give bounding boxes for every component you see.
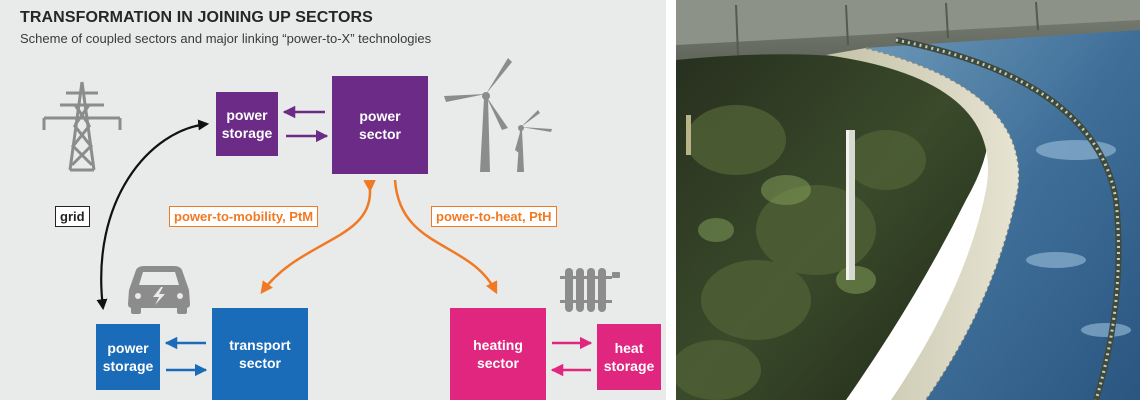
heating-sector: heating sector <box>450 308 546 400</box>
power-storage-bottom: power storage <box>96 324 160 390</box>
transport-sector: transport sector <box>212 308 308 400</box>
grid-label: grid <box>55 206 90 227</box>
heat-storage-line1: heat <box>614 340 644 356</box>
figure-title: TRANSFORMATION IN JOINING UP SECTORS <box>20 9 373 26</box>
radiator-icon <box>560 268 620 312</box>
heat-storage-line2: storage <box>603 358 655 374</box>
power-storage-top: power storage <box>216 92 278 156</box>
power-sector-line2: sector <box>358 126 402 142</box>
power-storage-top-line1: power <box>226 107 268 123</box>
power-to-heat-label: power-to-heat, PtH <box>431 206 557 227</box>
power-storage-bottom-line2: storage <box>102 358 154 374</box>
car-icon <box>128 266 190 314</box>
heating-sector-line1: heating <box>473 337 523 353</box>
connection-arrows <box>42 58 620 377</box>
clarifier-tank-image <box>676 0 1140 400</box>
power-sector: power sector <box>332 76 428 174</box>
sector-coupling-diagram: TRANSFORMATION IN JOINING UP SECTORS Sch… <box>0 0 666 400</box>
wind-turbine-icon <box>444 58 552 172</box>
transport-sector-line1: transport <box>229 337 291 353</box>
arrow-power-to-mobility <box>260 179 376 295</box>
power-to-mobility-label: power-to-mobility, PtM <box>169 206 319 227</box>
transport-sector-line2: sector <box>238 355 281 371</box>
heat-storage: heat storage <box>597 324 661 390</box>
panel-separator <box>666 0 676 400</box>
power-storage-top-line2: storage <box>221 125 273 141</box>
arrow-power-to-heat <box>393 179 498 295</box>
power-storage-bottom-line1: power <box>107 340 149 356</box>
clarifier-tank-photo <box>676 0 1140 400</box>
heating-sector-line2: sector <box>476 355 520 371</box>
power-sector-line1: power <box>359 108 401 124</box>
figure-subtitle: Scheme of coupled sectors and major link… <box>20 31 432 46</box>
transmission-tower-icon <box>42 81 122 172</box>
arrow-grid <box>96 119 210 311</box>
